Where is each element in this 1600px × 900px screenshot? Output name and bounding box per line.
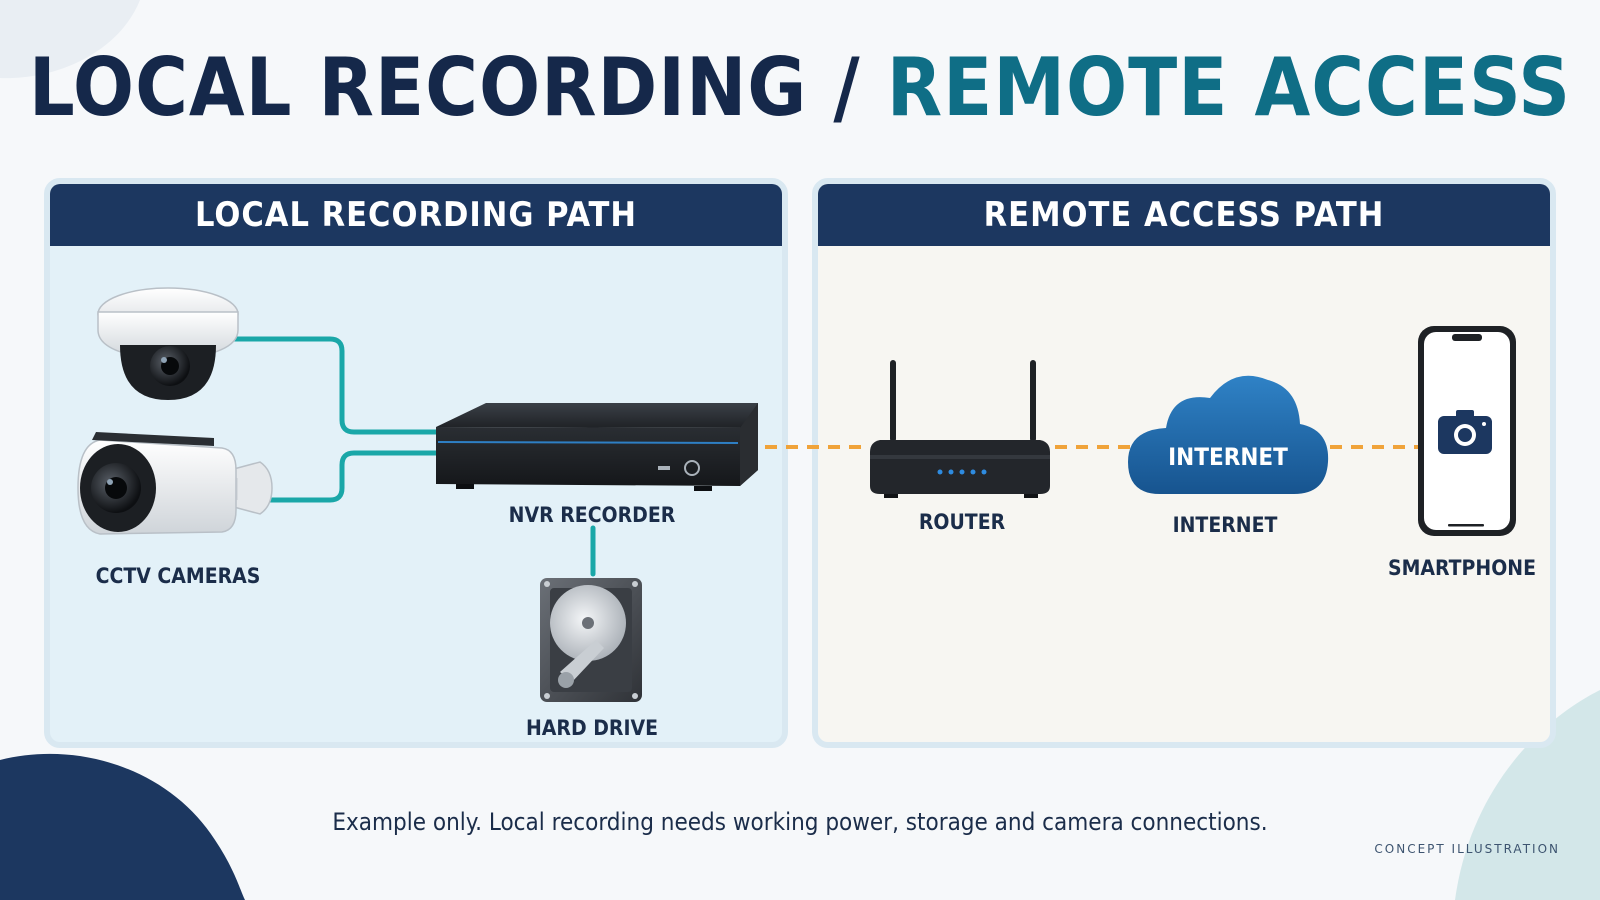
bullet-camera-icon [77, 432, 273, 535]
nvr-recorder-icon [436, 403, 758, 491]
page-title: LOCAL RECORDING / REMOTE ACCESS [0, 38, 1600, 138]
remote-access-panel-header: REMOTE ACCESS PATH [818, 184, 1550, 246]
nvr-recorder-label: NVR RECORDER [508, 503, 676, 527]
cloud-text: INTERNET [1168, 443, 1288, 471]
cctv-camera-icon [97, 287, 239, 400]
footer-note: Example only. Local recording needs work… [332, 808, 1268, 836]
smartphone-camera-icon [1418, 326, 1516, 536]
title-remote-access: REMOTE ACCESS [886, 41, 1572, 134]
internet-label: INTERNET [1172, 513, 1278, 537]
router-icon [870, 360, 1050, 498]
cloud-icon [1128, 375, 1329, 494]
camera-to-nvr-cables [219, 336, 596, 577]
title-separator: / [833, 41, 861, 134]
title-local-recording: LOCAL RECORDING [28, 41, 808, 134]
hard-drive-icon [540, 578, 642, 702]
smartphone-label: SMARTPHONE [1388, 556, 1536, 580]
router-label: ROUTER [918, 510, 1006, 534]
hard-drive-label: HARD DRIVE [525, 716, 659, 740]
concept-illustration-tag: CONCEPT ILLUSTRATION [1374, 842, 1560, 856]
cctv-cameras-label: CCTV CAMERAS [95, 564, 261, 588]
local-recording-panel-header: LOCAL RECORDING PATH [50, 184, 782, 246]
